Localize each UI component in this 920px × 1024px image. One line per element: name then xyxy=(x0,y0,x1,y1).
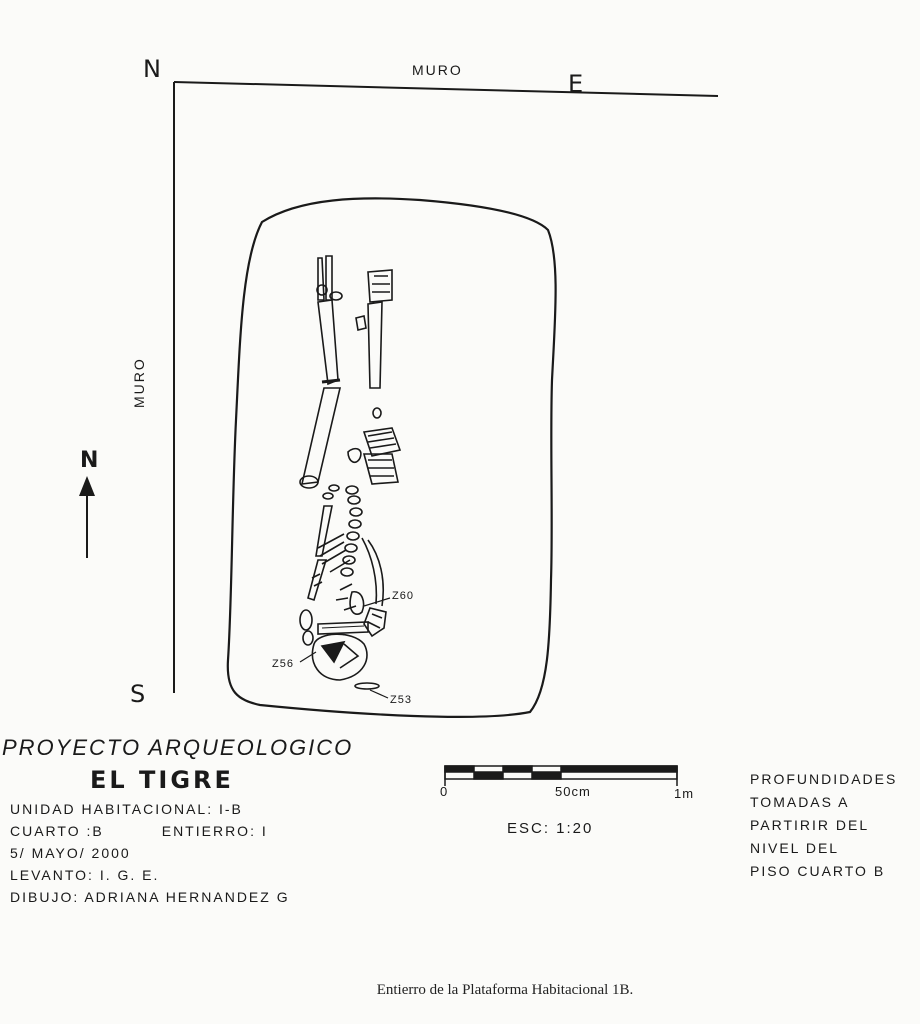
info-unidad: UNIDAD HABITACIONAL: I-B xyxy=(10,801,243,817)
info-entierro: ENTIERRO: I xyxy=(161,823,268,839)
info-fecha: 5/ MAYO/ 2000 xyxy=(10,845,131,861)
info-dibujo: DIBUJO: ADRIANA HERNANDEZ G xyxy=(10,889,290,905)
info-cuarto: CUARTO :B xyxy=(10,823,104,839)
compass-north-label: N xyxy=(143,55,163,83)
tag-z60: Z60 xyxy=(392,590,414,602)
project-title: PROYECTO ARQUEOLOGICO xyxy=(2,735,354,760)
tag-z53: Z53 xyxy=(390,694,412,706)
scale-end-label: 1m xyxy=(674,786,695,801)
depth-note-line: NIVEL DEL xyxy=(750,840,840,856)
scale-zero-label: 0 xyxy=(440,784,449,799)
site-name: EL TIGRE xyxy=(90,766,234,794)
depth-note-line: PISO CUARTO B xyxy=(750,863,886,879)
north-arrow-label: N xyxy=(80,448,101,473)
tag-leaders xyxy=(299,597,391,699)
depth-note: PROFUNDIDADES TOMADAS A PARTIRIR DEL NIV… xyxy=(750,768,897,883)
depth-note-line: TOMADAS A xyxy=(750,794,850,810)
record-info: UNIDAD HABITACIONAL: I-B CUARTO :B ENTIER… xyxy=(10,798,290,908)
scale-mid-label: 50cm xyxy=(555,784,591,799)
info-cuarto-row: CUARTO :B ENTIERRO: I xyxy=(10,820,290,842)
wall-lines xyxy=(173,81,719,693)
skeleton xyxy=(299,255,402,690)
depth-note-line: PROFUNDIDADES xyxy=(750,771,898,787)
wall-top-label: MURO xyxy=(412,62,463,78)
north-arrow xyxy=(79,476,95,558)
wall-left-label: MURO xyxy=(131,357,147,408)
info-levanto: LEVANTO: I. G. E. xyxy=(10,867,160,883)
compass-south-label: S xyxy=(130,680,148,708)
scale-bar xyxy=(444,765,678,786)
compass-east-label: E xyxy=(568,70,586,98)
depth-note-line: PARTIRIR DEL xyxy=(750,817,870,833)
tag-z56: Z56 xyxy=(272,658,294,670)
burial-pit-outline xyxy=(226,197,557,718)
figure-caption: Entierro de la Plataforma Habitacional 1… xyxy=(376,982,634,998)
scale-ratio: ESC: 1:20 xyxy=(507,820,594,837)
